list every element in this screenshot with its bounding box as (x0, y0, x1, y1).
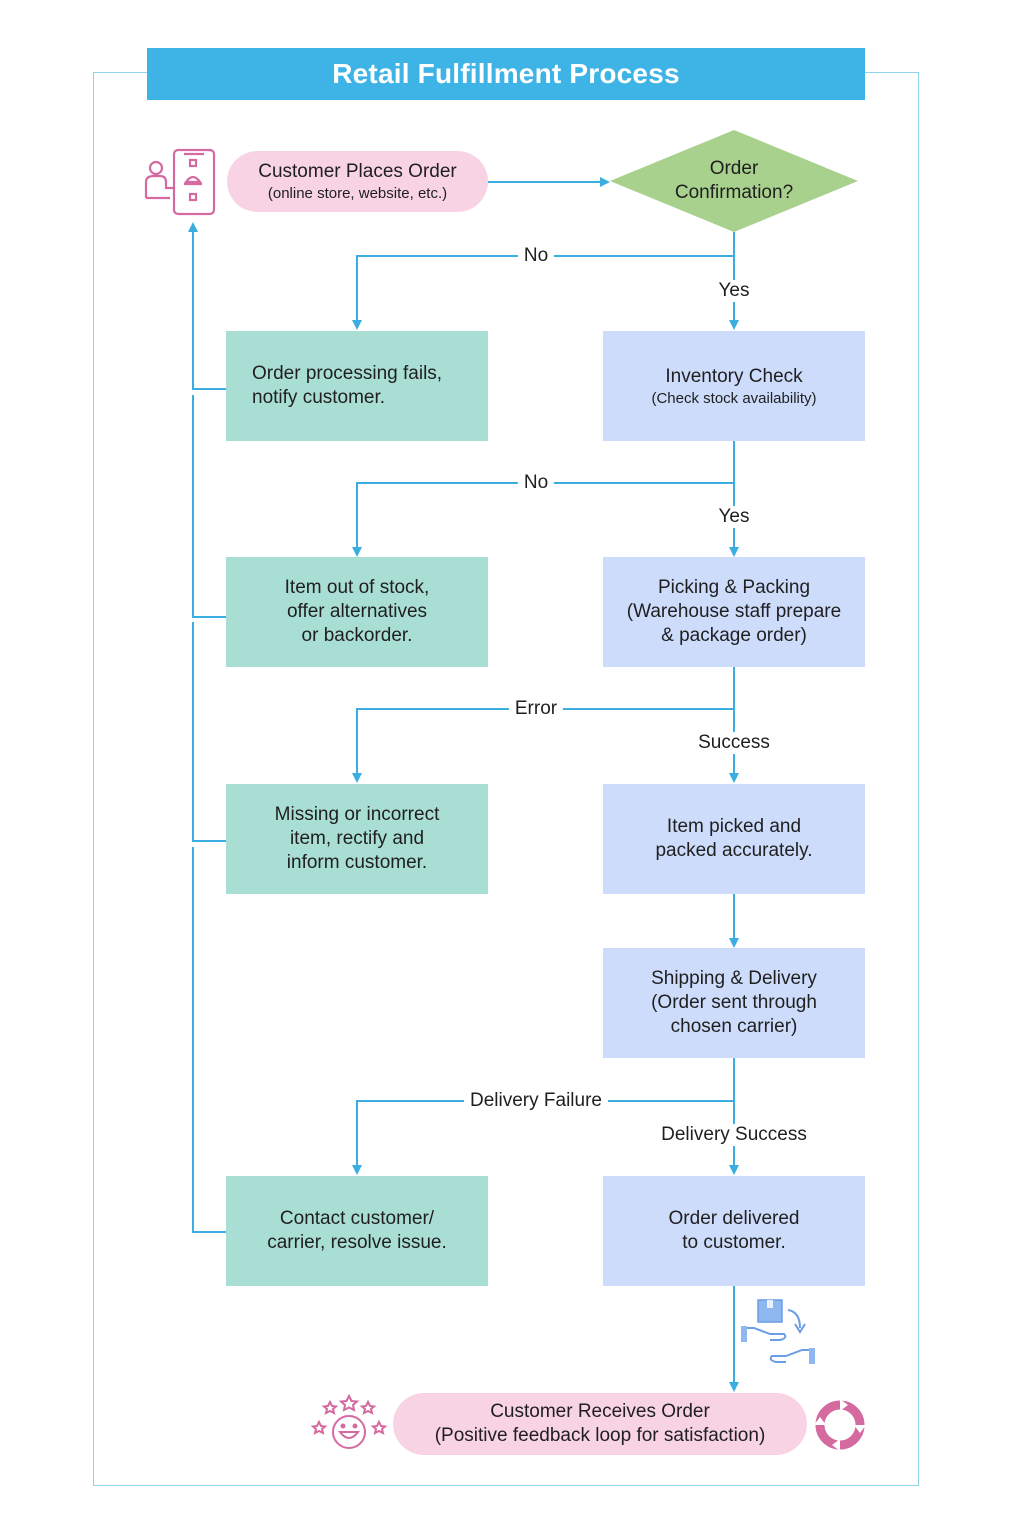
missing-line-2: item, rectify and (289, 828, 425, 849)
connector-delivery-failure (352, 1100, 734, 1175)
label-error: Error (508, 698, 564, 720)
order-fail-line-1: Order processing fails, (252, 363, 443, 384)
order-fail-box: Order processing fails, notify customer. (226, 331, 488, 441)
label-delivery-failure: Delivery Failure (464, 1090, 608, 1112)
end-line-2: (Positive feedback loop for satisfaction… (434, 1425, 766, 1446)
contact-line-2: carrier, resolve issue. (267, 1232, 447, 1253)
start-title: Customer Places Order (258, 161, 457, 182)
feedback-loop-icon (814, 1399, 866, 1451)
missing-line-1: Missing or incorrect (274, 804, 440, 825)
out-of-stock-line-3: or backorder. (301, 625, 413, 646)
start-subtitle: (online store, website, etc.) (267, 185, 448, 202)
decision-line-1: Order (709, 158, 759, 179)
decision-diamond (610, 130, 858, 232)
picked-line-1: Item picked and (666, 816, 802, 837)
shipping-line-1: Shipping & Delivery (651, 968, 817, 989)
customer-ordering-icon (144, 148, 216, 216)
missing-item-box: Missing or incorrect item, rectify and i… (226, 784, 488, 894)
picked-line-2: packed accurately. (655, 840, 813, 861)
picked-box: Item picked and packed accurately. (603, 784, 865, 894)
decision-label: Order Confirmation? (640, 152, 828, 210)
picking-line-3: & package order) (661, 625, 807, 646)
inventory-subtitle: (Check stock availability) (651, 389, 817, 407)
contact-line-1: Contact customer/ (279, 1208, 435, 1229)
label-no-2: No (517, 472, 555, 494)
delivered-line-1: Order delivered (668, 1208, 800, 1229)
picking-box: Picking & Packing (Warehouse staff prepa… (603, 557, 865, 667)
shipping-line-3: chosen carrier) (670, 1016, 798, 1037)
decision-line-2: Confirmation? (674, 182, 794, 203)
label-yes-2: Yes (712, 506, 756, 528)
inventory-title: Inventory Check (665, 365, 803, 387)
connector-error (352, 708, 734, 783)
happy-stars-icon (310, 1394, 388, 1449)
connector-loop-2 (192, 395, 226, 618)
page-title: Retail Fulfillment Process (147, 48, 865, 100)
connector-loop-4 (192, 847, 226, 1233)
label-success: Success (692, 732, 776, 754)
connector-loop-1 (188, 222, 226, 390)
connector-no-1 (352, 255, 734, 330)
start-terminal: Customer Places Order (online store, web… (227, 151, 488, 212)
out-of-stock-box: Item out of stock, offer alternatives or… (226, 557, 488, 667)
shipping-box: Shipping & Delivery (Order sent through … (603, 948, 865, 1058)
order-fail-line-2: notify customer. (252, 387, 386, 408)
package-handover-icon (741, 1299, 815, 1364)
picking-line-2: (Warehouse staff prepare (626, 601, 842, 622)
delivered-line-2: to customer. (682, 1232, 786, 1253)
end-terminal: Customer Receives Order (Positive feedba… (393, 1393, 807, 1455)
label-delivery-success: Delivery Success (655, 1124, 813, 1146)
connector-loop-3 (192, 622, 226, 842)
inventory-box: Inventory Check (Check stock availabilit… (603, 331, 865, 441)
out-of-stock-line-1: Item out of stock, (284, 577, 430, 598)
shipping-line-2: (Order sent through (651, 992, 817, 1013)
contact-box: Contact customer/ carrier, resolve issue… (226, 1176, 488, 1286)
label-yes-1: Yes (712, 280, 756, 302)
connector-no-2 (352, 482, 734, 557)
delivered-box: Order delivered to customer. (603, 1176, 865, 1286)
label-no-1: No (517, 245, 555, 267)
missing-line-3: inform customer. (286, 852, 428, 873)
end-line-1: Customer Receives Order (490, 1401, 710, 1422)
out-of-stock-line-2: offer alternatives (286, 601, 428, 622)
picking-line-1: Picking & Packing (657, 577, 811, 598)
